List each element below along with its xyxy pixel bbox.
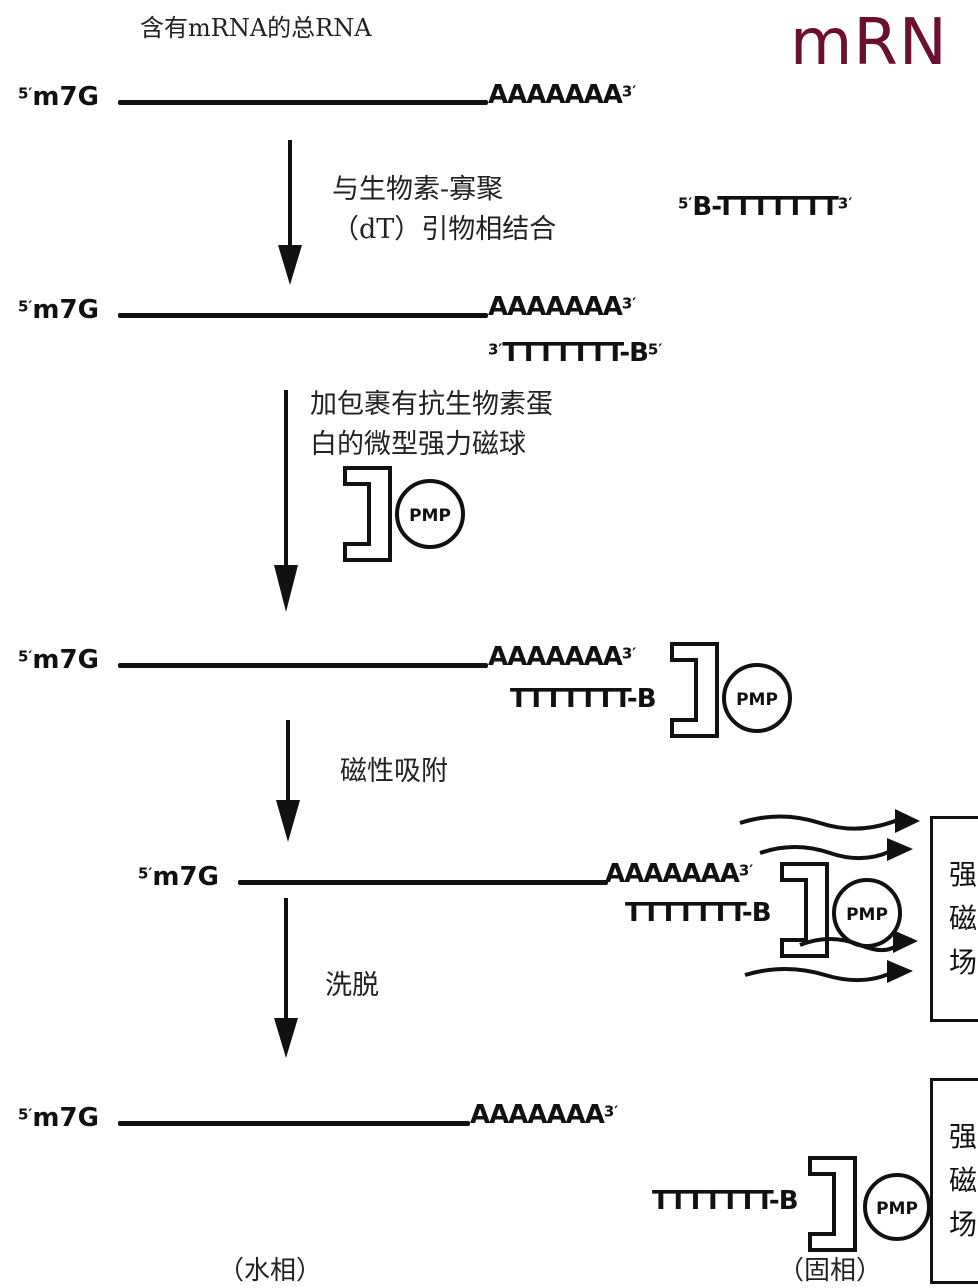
three-prime-mark: 3′ (604, 1103, 618, 1121)
magnet-box: 强 磁 场 (930, 816, 978, 1022)
arrow-step-4 (266, 898, 306, 1078)
cap-label: 5′m7G (18, 295, 99, 325)
step-3-label: 磁性吸附 (340, 752, 448, 792)
primer-five-prime: 5′ (648, 341, 662, 359)
polya-tail: AAAAAAA3′ (605, 859, 753, 889)
polya-tail: AAAAAAA3′ (488, 642, 636, 672)
diagram-title: 含有mRNA的总RNA (140, 8, 372, 43)
primer-text: TTTTTTT-B (510, 684, 656, 714)
pmp-bead-icon: PMP (800, 1152, 940, 1262)
biotin-primer: 5′B-TTTTTTT3′ (678, 192, 852, 222)
five-prime-mark: 5′ (138, 865, 152, 883)
magnet-char-1: 强 (949, 853, 977, 897)
three-prime-mark: 3′ (622, 83, 636, 101)
polya-text: AAAAAAA (488, 642, 622, 672)
polya-text: AAAAAAA (470, 1100, 604, 1130)
solid-phase-label: （固相） (778, 1250, 882, 1287)
cap-label: 5′m7G (18, 82, 99, 112)
three-prime-mark: 3′ (622, 645, 636, 663)
primer-text: B-TTTTTTT (692, 192, 838, 222)
magnet-box: 强 磁 场 (930, 1078, 978, 1284)
bound-primer: TTTTTTT-B (510, 684, 656, 714)
aqueous-phase-label: （水相） (218, 1250, 322, 1287)
pmp-bead-icon: PMP (335, 462, 475, 572)
pmp-bead-icon: PMP (662, 638, 802, 748)
step-4-label: 洗脱 (325, 966, 379, 1006)
step-2-label: 加包裹有抗生物素蛋 白的微型强力磁球 (310, 385, 553, 465)
polya-text: AAAAAAA (488, 80, 622, 110)
pmp-text: PMP (409, 506, 451, 526)
pmp-text: PMP (736, 690, 778, 710)
magnet-char-2: 磁 (949, 897, 977, 941)
arrow-step-1 (270, 140, 310, 290)
five-prime-mark: 5′ (18, 85, 32, 103)
cap-text: m7G (152, 862, 219, 892)
step-2-line-2: 白的微型强力磁球 (310, 425, 553, 465)
magnet-char-3: 场 (949, 941, 977, 985)
cap-label: 5′m7G (18, 645, 99, 675)
polya-text: AAAAAAA (605, 859, 739, 889)
magnet-char-1: 强 (949, 1115, 977, 1159)
five-prime-mark: 5′ (18, 648, 32, 666)
primer-three-prime: 3′ (838, 195, 852, 213)
magnet-char-3: 场 (949, 1203, 977, 1247)
rna-strand (118, 313, 488, 318)
pmp-text: PMP (876, 1199, 918, 1219)
primer-five-prime: 5′ (678, 195, 692, 213)
step-1-line-2: （dT）引物相结合 (332, 210, 556, 250)
primer-text: TTTTTTT-B (502, 338, 648, 368)
magnet-char-2: 磁 (949, 1159, 977, 1203)
five-prime-mark: 5′ (18, 1106, 32, 1124)
polya-tail: AAAAAAA3′ (470, 1100, 618, 1130)
magnetic-field-arrows (735, 805, 935, 1025)
cap-text: m7G (32, 1103, 99, 1133)
cap-text: m7G (32, 645, 99, 675)
primer-three-prime: 3′ (488, 341, 502, 359)
rna-strand (118, 663, 488, 668)
step-1-label: 与生物素-寡聚 （dT）引物相结合 (332, 170, 556, 250)
primer-text: TTTTTTT-B (652, 1186, 798, 1216)
five-prime-mark: 5′ (18, 298, 32, 316)
arrow-step-3 (268, 720, 308, 850)
polya-tail: AAAAAAA3′ (488, 292, 636, 322)
step-1-line-1: 与生物素-寡聚 (332, 170, 556, 210)
three-prime-mark: 3′ (622, 295, 636, 313)
rna-strand (118, 1121, 470, 1126)
rna-strand (118, 100, 488, 105)
cap-text: m7G (32, 295, 99, 325)
step-2-line-1: 加包裹有抗生物素蛋 (310, 385, 553, 425)
cap-text: m7G (32, 82, 99, 112)
cap-label: 5′m7G (18, 1103, 99, 1133)
polya-tail: AAAAAAA3′ (488, 80, 636, 110)
rna-strand (238, 880, 608, 885)
cap-label: 5′m7G (138, 862, 219, 892)
bound-primer: TTTTTTT-B (652, 1186, 798, 1216)
polya-text: AAAAAAA (488, 292, 622, 322)
arrow-step-2 (266, 390, 306, 620)
corner-title: mRN (790, 6, 948, 80)
bound-primer: 3′TTTTTTT-B5′ (488, 338, 662, 368)
